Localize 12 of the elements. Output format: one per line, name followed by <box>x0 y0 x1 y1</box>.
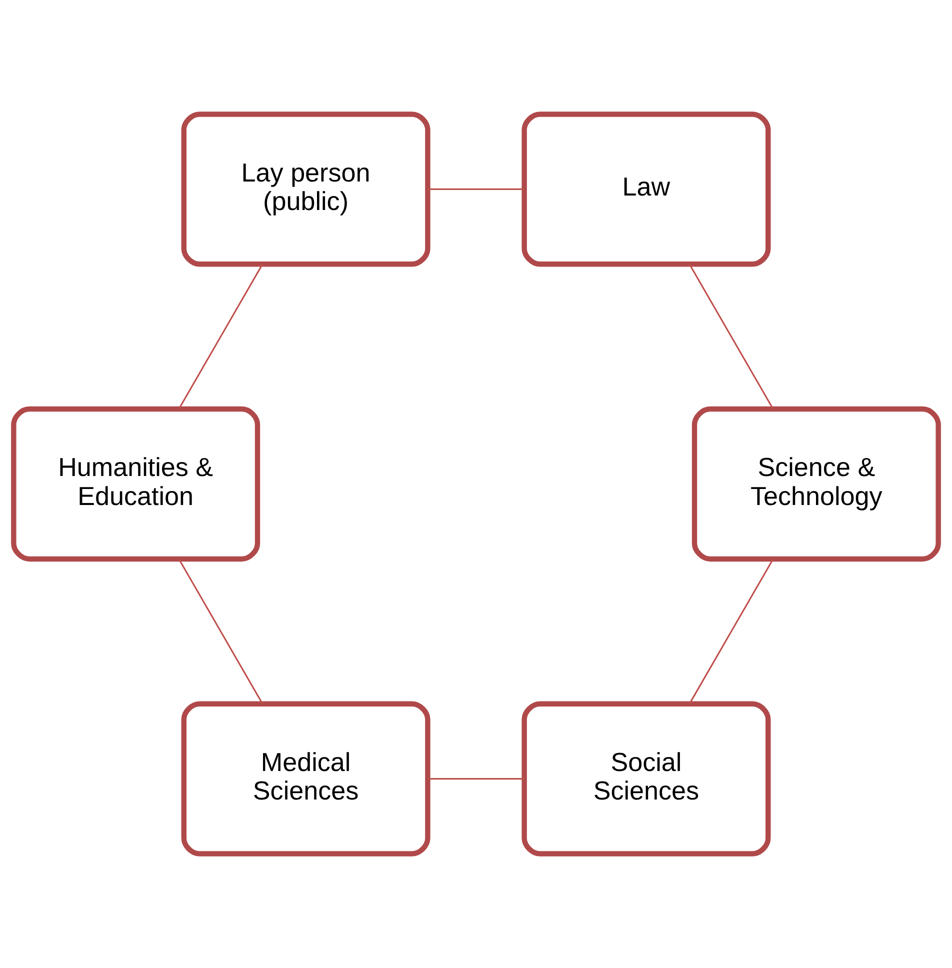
node-box: Medical Sciences <box>181 701 430 856</box>
node-box: Law <box>522 112 771 267</box>
connector <box>688 264 774 410</box>
node-box: Science & Technology <box>692 406 941 562</box>
node-box: Lay person (public) <box>181 112 430 267</box>
node-box: Humanities & Education <box>11 406 260 562</box>
connector <box>688 558 774 704</box>
connector <box>428 778 524 780</box>
connector <box>178 558 264 704</box>
connector <box>178 264 264 410</box>
connector <box>428 188 524 190</box>
node-box: Social Sciences <box>522 701 771 856</box>
